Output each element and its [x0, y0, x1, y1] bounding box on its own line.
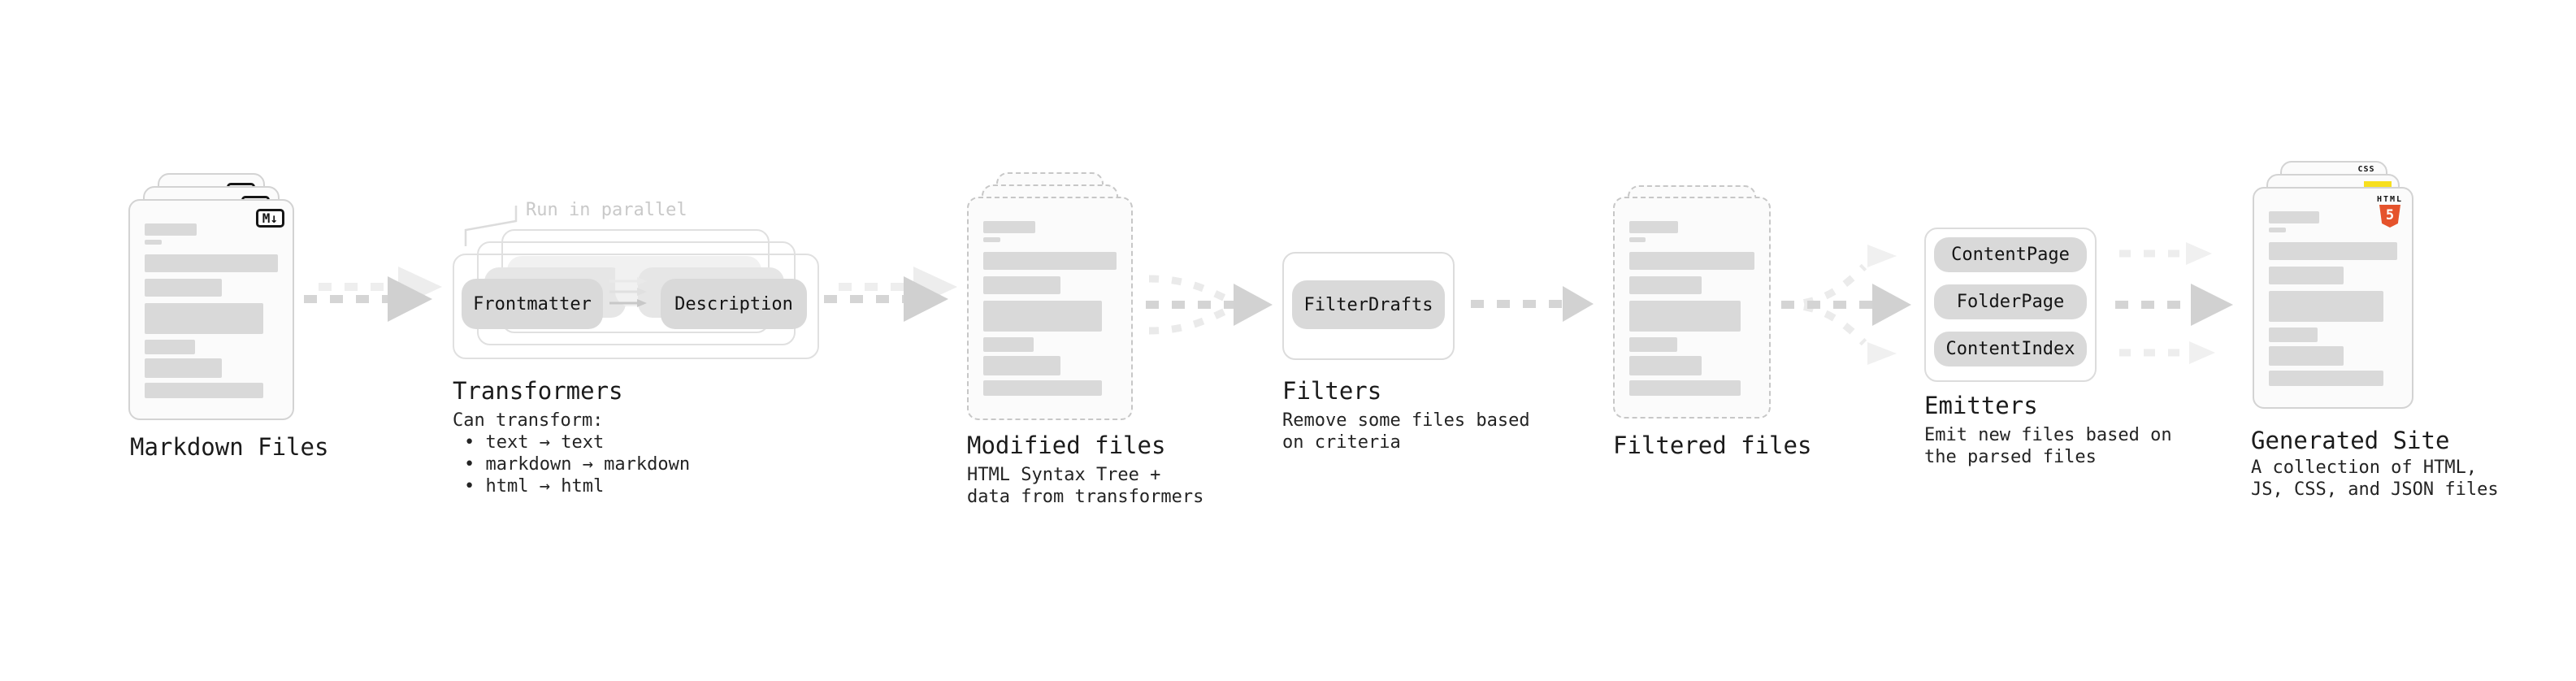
doc-skeleton-text: [2254, 189, 2412, 386]
arrow-emitters-to-generated: [2115, 242, 2233, 364]
generated-site-description: A collection of HTML, JS, CSS, and JSON …: [2251, 458, 2499, 500]
doc-text-line: [145, 223, 197, 236]
folderpage-pill: FolderPage: [1934, 284, 2087, 319]
html5-icon-shield: 5: [2379, 205, 2400, 228]
doc-text-line: [145, 303, 263, 334]
doc-text-line: [1629, 337, 1677, 352]
doc-text-line: [983, 301, 1102, 332]
doc-text-line: [2269, 242, 2397, 260]
emitters-description: Emit new files based on the parsed files: [1924, 425, 2172, 467]
doc-text-line: [983, 237, 1001, 242]
doc-text-line: [1629, 301, 1741, 332]
bullet-item: • html → html: [464, 476, 605, 497]
transformers-bullet-list: • text → text • markdown → markdown • ht…: [464, 432, 690, 497]
contentindex-pill: ContentIndex: [1934, 332, 2087, 367]
doc-text-line: [145, 240, 163, 245]
doc-text-line: [983, 380, 1102, 396]
bullet-item: • text → text: [464, 432, 605, 453]
doc-text-line: [2269, 371, 2383, 386]
doc-skeleton-text: [1615, 198, 1769, 396]
filtered-doc-front: [1613, 197, 1771, 419]
doc-skeleton-text: [969, 198, 1131, 396]
doc-text-line: [2269, 291, 2383, 322]
filtered-files-title: Filtered files: [1613, 432, 1812, 459]
transformers-description: Can transform:: [453, 410, 604, 431]
transformer-step-arrows: [609, 277, 647, 307]
description-pill: Description: [661, 279, 807, 329]
doc-text-line: [145, 358, 223, 378]
css-icon-word: CSS: [2357, 165, 2375, 174]
frontmatter-pill: Frontmatter: [462, 279, 603, 329]
filters-description: Remove some files based on criteria: [1282, 410, 1530, 453]
doc-text-line: [2269, 346, 2344, 366]
generated-doc-html: HTML 5: [2253, 187, 2413, 409]
arrow-transformers-to-modified: [824, 267, 957, 322]
doc-text-line: [1629, 356, 1702, 375]
doc-text-line: [983, 337, 1034, 352]
doc-text-line: [983, 221, 1035, 233]
transformer-card-front: [453, 254, 819, 359]
arrow-modified-to-filters-merge: [1146, 275, 1273, 335]
doc-text-line: [2269, 267, 2344, 284]
contentpage-pill: ContentPage: [1934, 237, 2087, 272]
modified-files-description: HTML Syntax Tree + data from transformer…: [967, 465, 1204, 507]
transformers-title: Transformers: [453, 377, 623, 405]
markdown-icon: M↓: [255, 209, 284, 228]
doc-text-line: [983, 276, 1061, 294]
doc-text-line: [2269, 327, 2318, 342]
run-in-parallel-callout-line: [464, 206, 518, 246]
arrow-filters-to-filtered: [1471, 286, 1594, 322]
modified-files-title: Modified files: [967, 432, 1166, 459]
doc-text-line: [2269, 228, 2286, 232]
doc-text-line: [145, 383, 263, 398]
doc-text-line: [1629, 252, 1754, 270]
filterdrafts-pill: FilterDrafts: [1292, 280, 1445, 329]
run-in-parallel-label: Run in parallel: [526, 200, 687, 220]
doc-text-line: [145, 254, 278, 272]
doc-text-line: [2269, 211, 2319, 223]
arrow-markdown-to-transformers: [304, 267, 442, 322]
bullet-item: • markdown → markdown: [464, 454, 691, 475]
doc-text-line: [1629, 380, 1741, 396]
markdown-files-title: Markdown Files: [130, 433, 329, 461]
emitters-title: Emitters: [1924, 392, 2038, 419]
arrow-filtered-to-emitters-split: [1780, 245, 1911, 365]
doc-text-line: [145, 279, 223, 297]
doc-text-line: [983, 252, 1117, 270]
doc-text-line: [1629, 276, 1702, 294]
filters-title: Filters: [1282, 377, 1382, 405]
html5-icon-word: HTML: [2376, 195, 2404, 204]
doc-text-line: [983, 356, 1061, 375]
doc-text-line: [1629, 221, 1679, 233]
modified-doc-front: [967, 197, 1133, 420]
doc-text-line: [1629, 237, 1646, 242]
doc-text-line: [145, 340, 196, 354]
markdown-doc-front: M↓: [128, 199, 294, 420]
generated-site-title: Generated Site: [2251, 427, 2450, 454]
doc-skeleton-text: [130, 201, 293, 398]
html5-icon: HTML 5: [2374, 195, 2405, 228]
